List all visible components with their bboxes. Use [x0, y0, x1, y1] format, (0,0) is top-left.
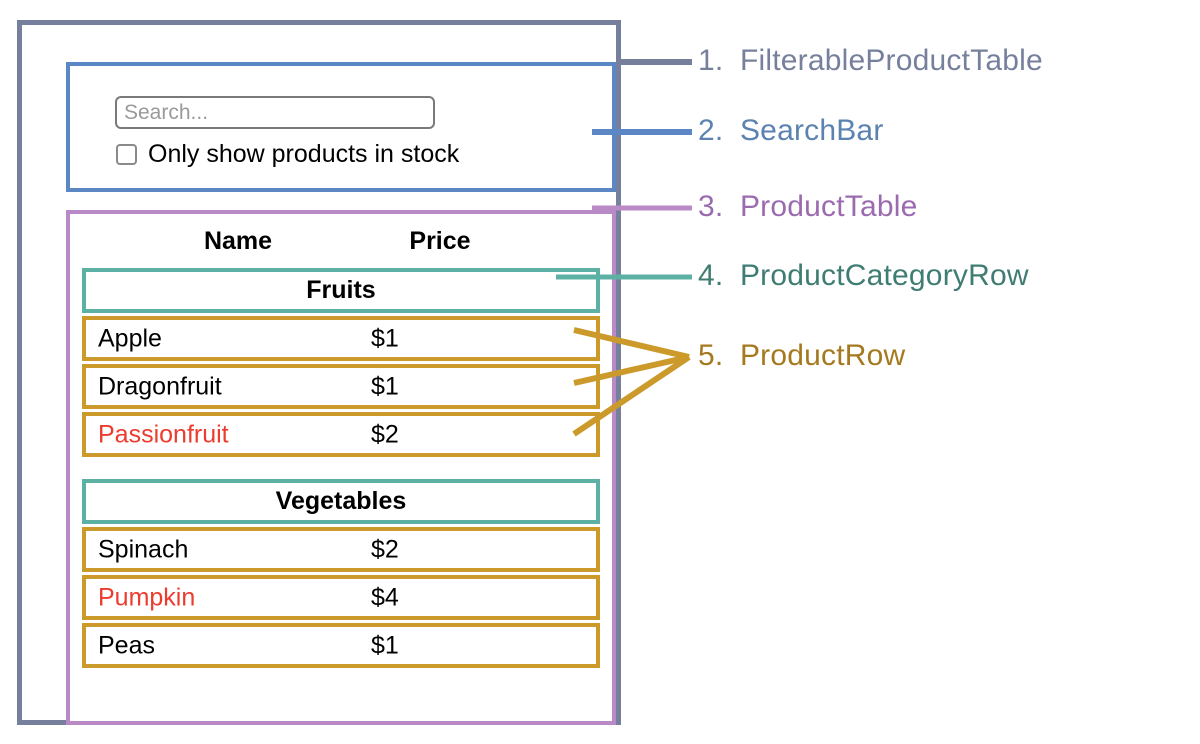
product-name: Apple: [98, 324, 162, 352]
legend-name: SearchBar: [739, 114, 884, 147]
search-input[interactable]: [115, 96, 435, 129]
product-row: Passionfruit $2: [82, 412, 600, 457]
product-name: Pumpkin: [98, 583, 196, 611]
product-name: Dragonfruit: [98, 372, 222, 400]
only-in-stock-checkbox[interactable]: [116, 144, 137, 165]
column-header-price: Price: [409, 226, 471, 255]
product-row: Peas $1: [82, 623, 600, 668]
legend-name: FilterableProductTable: [739, 44, 1043, 77]
only-in-stock-label: Only show products in stock: [148, 140, 460, 168]
legend-item-product-row: 5. ProductRow: [698, 341, 905, 371]
legend-number: 5.: [698, 339, 724, 372]
column-header-name: Name: [203, 226, 273, 255]
product-name: Spinach: [98, 535, 189, 563]
legend-item-filterable-product-table: 1. FilterableProductTable: [698, 46, 1043, 76]
product-category-row: Vegetables: [82, 479, 600, 524]
product-name: Peas: [98, 631, 155, 659]
product-row: Spinach $2: [82, 527, 600, 572]
legend-name: ProductCategoryRow: [739, 259, 1029, 292]
product-row: Dragonfruit $1: [82, 364, 600, 409]
product-price: $1: [371, 631, 399, 659]
legend-item-product-table: 3. ProductTable: [698, 192, 917, 222]
product-category-row: Fruits: [82, 268, 600, 313]
legend-name: ProductTable: [739, 190, 918, 223]
product-price: $2: [371, 420, 399, 448]
category-label: Vegetables: [275, 487, 407, 515]
product-price: $4: [371, 583, 399, 611]
product-row: Pumpkin $4: [82, 575, 600, 620]
legend-name: ProductRow: [739, 339, 906, 372]
group-spacer: [82, 457, 600, 479]
product-name: Passionfruit: [98, 420, 229, 448]
table-header-row: Name Price: [70, 218, 612, 264]
legend-item-product-category-row: 4. ProductCategoryRow: [698, 261, 1029, 291]
product-price: $1: [371, 324, 399, 352]
product-price: $2: [371, 535, 399, 563]
product-rows-region: Fruits Apple $1 Dragonfruit $1 Passionfr…: [82, 268, 600, 668]
product-price: $1: [371, 372, 399, 400]
legend-number: 2.: [698, 114, 724, 147]
legend-item-search-bar: 2. SearchBar: [698, 116, 884, 146]
product-table: Name Price Fruits Apple $1 Dragonfruit $…: [66, 210, 616, 725]
legend-number: 3.: [698, 190, 724, 223]
category-label: Fruits: [306, 276, 376, 304]
stock-filter-row[interactable]: Only show products in stock: [116, 142, 459, 167]
legend-number: 1.: [698, 44, 724, 77]
product-row: Apple $1: [82, 316, 600, 361]
legend-number: 4.: [698, 259, 724, 292]
search-bar: Only show products in stock: [66, 62, 616, 192]
filterable-product-table: Only show products in stock Name Price F…: [17, 20, 621, 725]
